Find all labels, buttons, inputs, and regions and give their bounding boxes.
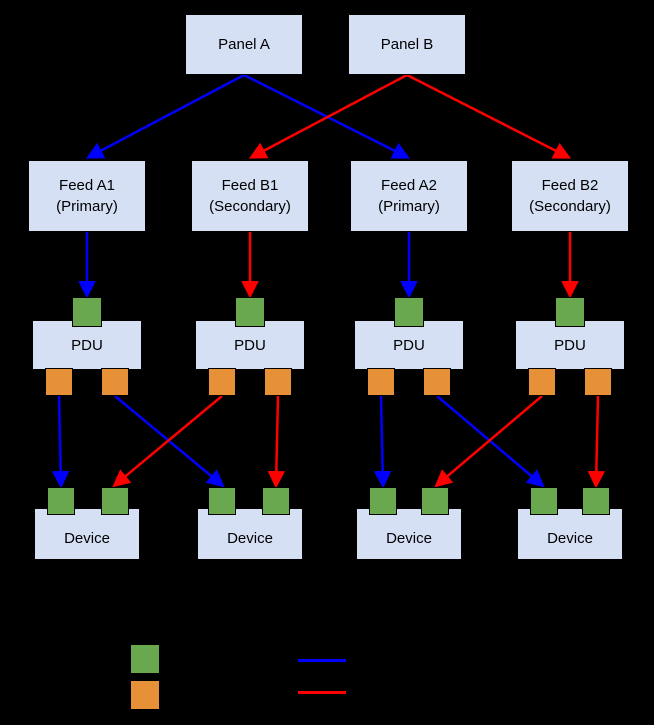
device-4-label: Device bbox=[547, 529, 593, 547]
device-3-node: Device bbox=[356, 508, 462, 560]
pdu-3-output-port-left bbox=[367, 368, 395, 396]
feed-b2-label-line2: (Secondary) bbox=[529, 198, 611, 215]
legend-blue-line-swatch bbox=[298, 659, 346, 662]
feed-b1-label-line1: Feed B1 bbox=[221, 177, 279, 194]
feed-b2-label-line1: Feed B2 bbox=[541, 177, 599, 194]
feed-b2-node: Feed B2 (Secondary) bbox=[511, 160, 629, 232]
pdu-2-input-port bbox=[235, 297, 265, 327]
pdu-1-node: PDU bbox=[32, 320, 142, 370]
feed-b1-label-line2: (Secondary) bbox=[209, 198, 291, 215]
pdu-2-node: PDU bbox=[195, 320, 305, 370]
device-1-input-port-right bbox=[101, 487, 129, 515]
device-2-node: Device bbox=[197, 508, 303, 560]
legend-red-line-swatch bbox=[298, 691, 346, 694]
feed-a2-node: Feed A2 (Primary) bbox=[350, 160, 468, 232]
edge-pdu-4-to-device-4 bbox=[587, 395, 606, 489]
edge-panel-a-to-feed-a2 bbox=[243, 73, 411, 159]
feed-a2-label-line1: Feed A2 bbox=[381, 177, 437, 194]
device-3-label: Device bbox=[386, 529, 432, 547]
edge-panel-b-to-feed-b2 bbox=[406, 73, 572, 159]
legend-orange-square-swatch bbox=[130, 680, 160, 710]
panel-a-label: Panel A bbox=[218, 36, 270, 53]
pdu-2-output-port-right bbox=[264, 368, 292, 396]
feed-a2-label-line2: (Primary) bbox=[378, 198, 440, 215]
edge-pdu-1-to-device-2 bbox=[114, 395, 225, 488]
pdu-4-label: PDU bbox=[554, 336, 586, 354]
device-4-input-port-left bbox=[530, 487, 558, 515]
panel-b-node: Panel B bbox=[348, 14, 466, 75]
pdu-1-input-port bbox=[72, 297, 102, 327]
device-4-input-port-right bbox=[582, 487, 610, 515]
pdu-3-input-port bbox=[394, 297, 424, 327]
edge-pdu-4-to-device-3 bbox=[434, 395, 543, 488]
panel-b-label: Panel B bbox=[380, 36, 434, 53]
pdu-4-output-port-left bbox=[528, 368, 556, 396]
pdu-4-output-port-right bbox=[584, 368, 612, 396]
device-3-input-port-left bbox=[369, 487, 397, 515]
edge-pdu-3-to-device-4 bbox=[436, 395, 545, 488]
edge-pdu-2-to-device-2 bbox=[267, 395, 286, 489]
feed-a1-node: Feed A1 (Primary) bbox=[28, 160, 146, 232]
pdu-2-label: PDU bbox=[234, 336, 266, 354]
edge-pdu-3-to-device-3 bbox=[373, 395, 392, 489]
edge-pdu-1-to-device-1 bbox=[51, 395, 70, 489]
pdu-2-output-port-left bbox=[208, 368, 236, 396]
device-1-node: Device bbox=[34, 508, 140, 560]
pdu-1-label: PDU bbox=[71, 336, 103, 354]
device-2-input-port-right bbox=[262, 487, 290, 515]
device-1-input-port-left bbox=[47, 487, 75, 515]
device-2-label: Device bbox=[227, 529, 273, 547]
legend-green-square-swatch bbox=[130, 644, 160, 674]
edge-panel-b-to-feed-b1 bbox=[248, 73, 408, 159]
device-3-input-port-right bbox=[421, 487, 449, 515]
pdu-1-output-port-right bbox=[101, 368, 129, 396]
pdu-1-output-port-left bbox=[45, 368, 73, 396]
edge-panel-a-to-feed-a1 bbox=[85, 73, 245, 159]
device-1-label: Device bbox=[64, 529, 110, 547]
device-2-input-port-left bbox=[208, 487, 236, 515]
pdu-3-node: PDU bbox=[354, 320, 464, 370]
edge-pdu-2-to-device-1 bbox=[112, 395, 223, 488]
panel-a-node: Panel A bbox=[185, 14, 303, 75]
pdu-4-node: PDU bbox=[515, 320, 625, 370]
pdu-3-output-port-right bbox=[423, 368, 451, 396]
feed-a1-label-line1: Feed A1 bbox=[59, 177, 115, 194]
feed-b1-node: Feed B1 (Secondary) bbox=[191, 160, 309, 232]
pdu-3-label: PDU bbox=[393, 336, 425, 354]
feed-a1-label-line2: (Primary) bbox=[56, 198, 118, 215]
device-4-node: Device bbox=[517, 508, 623, 560]
pdu-4-input-port bbox=[555, 297, 585, 327]
